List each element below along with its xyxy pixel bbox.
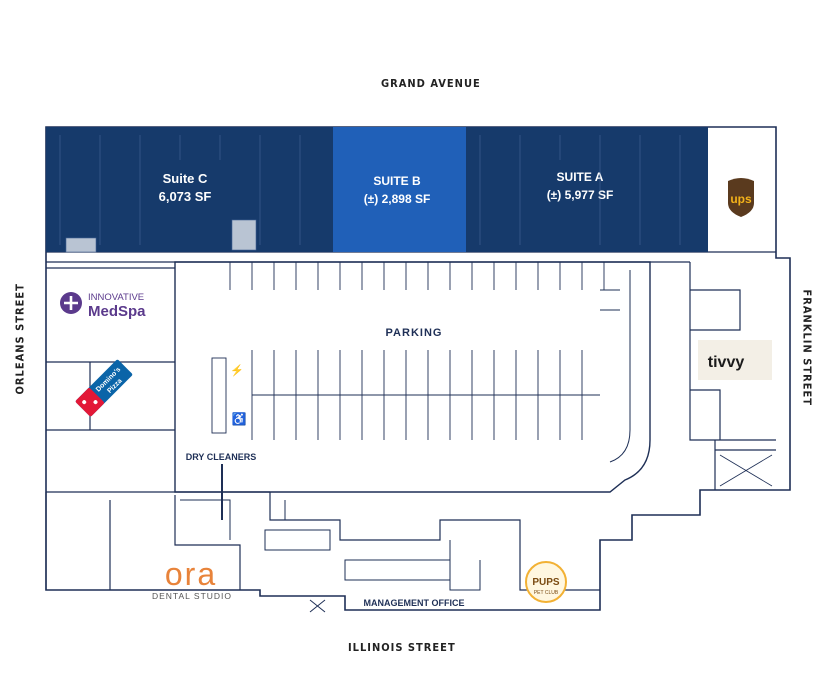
parking-stalls bbox=[211, 262, 620, 440]
ev-charging-icon: ⚡ bbox=[230, 364, 244, 377]
ups-logo: ups bbox=[728, 178, 754, 217]
ora-logo: ora DENTAL STUDIO bbox=[152, 556, 232, 601]
svg-text:PUPS: PUPS bbox=[532, 577, 560, 588]
street-grand-avenue: GRAND AVENUE bbox=[381, 77, 481, 90]
accessible-parking-icon: ♿ bbox=[232, 412, 247, 426]
suite-a-name: SUITE A bbox=[557, 170, 604, 184]
parking-label: PARKING bbox=[386, 327, 443, 339]
dominos-logo: Domino's Pizza bbox=[75, 359, 133, 417]
suite-c[interactable]: Suite C 6,073 SF bbox=[46, 127, 333, 252]
svg-text:MedSpa: MedSpa bbox=[88, 303, 146, 320]
suite-a-size: (±) 5,977 SF bbox=[547, 188, 614, 202]
svg-text:INNOVATIVE: INNOVATIVE bbox=[88, 292, 144, 303]
svg-text:DENTAL STUDIO: DENTAL STUDIO bbox=[152, 591, 232, 601]
pups-logo: PUPS PET CLUB bbox=[525, 561, 567, 603]
suite-a[interactable]: SUITE A (±) 5,977 SF bbox=[466, 127, 708, 252]
suite-b-name: SUITE B bbox=[373, 174, 421, 188]
dry-cleaners-label: DRY CLEANERS bbox=[186, 452, 257, 462]
tivvy-logo: tivvy bbox=[698, 340, 772, 380]
suite-c-name: Suite C bbox=[163, 171, 208, 186]
suite-c-size: 6,073 SF bbox=[159, 189, 212, 204]
svg-text:PET CLUB: PET CLUB bbox=[534, 590, 559, 596]
street-illinois-street: ILLINOIS STREET bbox=[348, 641, 456, 654]
suite-b-size: (±) 2,898 SF bbox=[364, 192, 431, 206]
svg-text:ora: ora bbox=[165, 556, 217, 592]
svg-text:ups: ups bbox=[730, 192, 752, 206]
suite-interior-lines bbox=[59, 135, 681, 253]
medspa-logo: INNOVATIVE MedSpa bbox=[60, 292, 146, 320]
management-office-label: MANAGEMENT OFFICE bbox=[364, 598, 465, 608]
svg-text:tivvy: tivvy bbox=[708, 354, 745, 371]
suite-b[interactable]: SUITE B (±) 2,898 SF bbox=[333, 127, 466, 252]
